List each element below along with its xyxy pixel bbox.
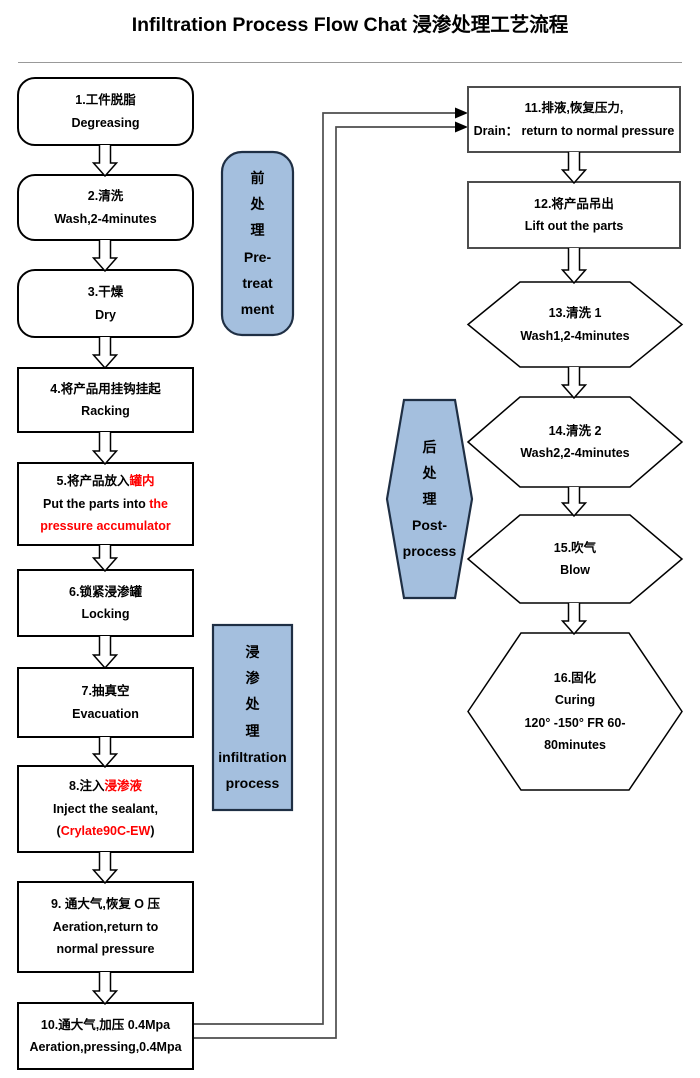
- title-divider: [18, 62, 682, 63]
- pipe-connector-inner: [193, 112, 456, 1025]
- label-post-process-shape: [385, 398, 474, 600]
- step-8-inject-sealant-shape: [17, 765, 194, 853]
- flow-arrow-icon: [560, 487, 588, 518]
- flow-arrow-icon: [91, 737, 119, 769]
- pipe-connector-outer: [193, 126, 456, 1039]
- flow-arrow-icon: [91, 545, 119, 573]
- flow-arrow-icon: [560, 152, 588, 185]
- pipe-connector-inner-arrowhead-icon: [455, 107, 468, 119]
- step-6-locking-shape: [17, 569, 194, 637]
- flow-arrow-icon: [91, 636, 119, 670]
- step-14-wash2-shape: [466, 396, 684, 488]
- flow-arrow-icon: [91, 432, 119, 466]
- step-2-wash-shape: [17, 174, 194, 241]
- flow-arrow-icon: [560, 367, 588, 400]
- page-title: Infiltration Process Flow Chat 浸渗处理工艺流程: [131, 14, 569, 36]
- flow-arrow-icon: [91, 337, 119, 370]
- label-infiltration-process-shape: [211, 623, 294, 812]
- step-3-dry-shape: [17, 269, 194, 338]
- step-15-blow-shape: [466, 514, 684, 604]
- flow-arrow-icon: [91, 240, 119, 273]
- step-5-put-parts-shape: [17, 462, 194, 546]
- step-10-aeration-pressing-shape: [17, 1002, 194, 1070]
- flow-arrow-icon: [560, 603, 588, 636]
- flow-arrow-icon: [560, 248, 588, 285]
- step-7-evacuation-shape: [17, 667, 194, 738]
- step-13-wash1-shape: [466, 281, 684, 368]
- step-4-racking-shape: [17, 367, 194, 433]
- step-12-lift-out-shape: [467, 181, 681, 249]
- flow-arrow-icon: [91, 145, 119, 178]
- step-16-curing-shape: [467, 632, 683, 791]
- step-11-drain-shape: [467, 86, 681, 153]
- step-1-degreasing-shape: [17, 77, 194, 146]
- flow-arrow-icon: [91, 852, 119, 885]
- pipe-connector-outer-arrowhead-icon: [455, 121, 468, 133]
- step-9-aeration-return-shape: [17, 881, 194, 973]
- flow-arrow-icon: [91, 972, 119, 1006]
- label-pre-treatment-shape: [220, 150, 295, 337]
